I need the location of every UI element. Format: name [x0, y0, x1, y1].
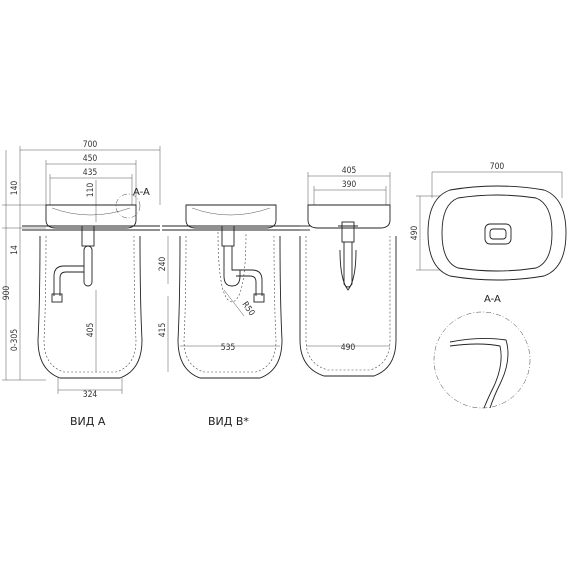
dim-435: 435 [83, 168, 98, 178]
section-a-a: A-A [433, 294, 531, 409]
dim-r50: R50 [240, 300, 257, 318]
view-b: 240 415 R50 535 ВИД В* [158, 204, 300, 428]
dim-140: 140 [10, 181, 20, 196]
dim-top-700: 700 [490, 162, 505, 172]
view-a-label: ВИД А [70, 415, 106, 428]
view-a: 700 450 435 140 14 900 0-305 110 405 [2, 140, 161, 428]
dim-110: 110 [86, 183, 96, 198]
dim-900: 900 [2, 286, 12, 301]
section-label: A-A [484, 294, 501, 305]
dim-0-305: 0-305 [10, 329, 20, 351]
section-mark-label: A-A [133, 187, 150, 198]
dim-405: 405 [86, 323, 96, 338]
dim-450: 450 [83, 154, 98, 164]
top-view: 700 490 [410, 162, 567, 281]
dim-490: 490 [341, 343, 356, 353]
view-c: 405 390 490 [299, 166, 397, 377]
dim-405: 405 [342, 166, 357, 176]
dim-390: 390 [342, 180, 357, 190]
dim-324: 324 [83, 390, 98, 400]
dim-700: 700 [83, 140, 98, 150]
dim-top-490: 490 [410, 226, 420, 241]
view-b-label: ВИД В* [208, 415, 249, 428]
dim-535: 535 [221, 343, 236, 353]
dim-240: 240 [158, 257, 168, 272]
dim-14: 14 [10, 245, 20, 255]
dim-415: 415 [158, 323, 168, 338]
